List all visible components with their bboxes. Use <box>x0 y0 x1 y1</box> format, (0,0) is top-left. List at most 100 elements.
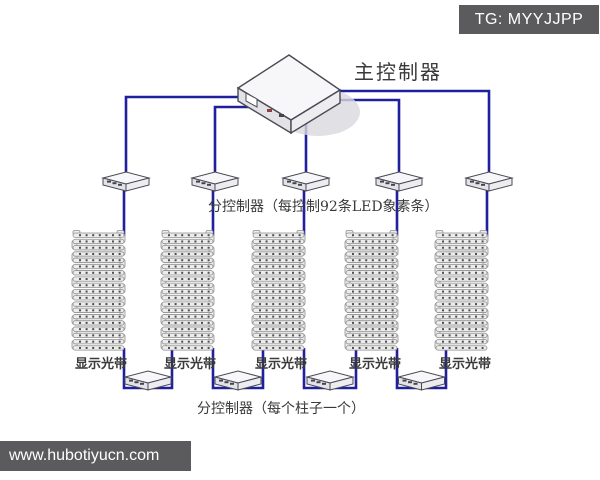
led-dot <box>79 296 81 299</box>
led-dot <box>358 346 361 349</box>
led-dot <box>278 252 281 255</box>
top-sub-controller-4 <box>374 171 424 192</box>
top-sub-controller-1 <box>101 171 151 192</box>
led-dot <box>378 346 381 349</box>
led-dot <box>292 309 294 312</box>
led-dot <box>475 340 477 343</box>
led-dot <box>292 265 294 268</box>
led-dot <box>79 346 81 349</box>
led-dot <box>85 234 88 237</box>
led-dot <box>92 278 95 281</box>
led-dot <box>118 271 121 274</box>
led-dot <box>194 252 197 255</box>
grille-icon <box>380 180 384 183</box>
port-icon <box>245 92 258 108</box>
main-controller-label: 主控制器 <box>354 60 442 84</box>
led-dot <box>468 321 471 324</box>
led-dot <box>118 278 121 281</box>
led-dot <box>272 265 275 268</box>
led-dot <box>475 234 477 237</box>
led-dot <box>259 246 261 249</box>
led-indicator-icon <box>279 114 284 117</box>
led-dot <box>98 284 101 287</box>
led-dot <box>105 284 108 287</box>
led-dot <box>98 340 101 343</box>
led-dot <box>272 271 275 274</box>
led-dot <box>98 309 101 312</box>
led-indicator-icon <box>267 109 272 112</box>
led-dot <box>448 328 451 331</box>
led-dot <box>168 340 170 343</box>
led-dot <box>174 303 177 306</box>
led-dot <box>461 278 464 281</box>
led-dot <box>118 328 121 331</box>
wire-main-to-sub-1 <box>124 95 247 176</box>
led-dot <box>385 246 387 249</box>
led-dot <box>455 328 458 331</box>
led-dot <box>194 265 197 268</box>
led-dot <box>371 271 374 274</box>
led-dot <box>352 346 354 349</box>
led-dot <box>371 259 374 262</box>
led-dot <box>92 321 95 324</box>
led-dot <box>201 340 203 343</box>
led-dot <box>371 315 374 318</box>
led-dot <box>442 259 444 262</box>
led-dot <box>461 296 464 299</box>
led-dot <box>168 315 170 318</box>
led-dot <box>181 296 184 299</box>
led-dot <box>259 296 261 299</box>
led-dot <box>105 309 108 312</box>
led-dot <box>371 252 374 255</box>
led-dot <box>385 290 387 293</box>
led-dot <box>98 321 101 324</box>
led-dot <box>112 328 114 331</box>
led-dot <box>118 303 121 306</box>
led-dot <box>265 334 268 337</box>
led-dot <box>292 321 294 324</box>
led-dot <box>358 321 361 324</box>
led-dot <box>85 240 88 243</box>
led-dot <box>385 252 387 255</box>
led-dot <box>105 290 108 293</box>
grille-icon <box>391 183 395 186</box>
led-dot <box>481 246 484 249</box>
led-dot <box>259 303 261 306</box>
led-dot <box>391 346 394 349</box>
led-dot <box>468 271 471 274</box>
led-dot <box>292 290 294 293</box>
led-dot <box>259 271 261 274</box>
led-dot <box>278 290 281 293</box>
led-dot <box>481 265 484 268</box>
led-dot <box>365 234 368 237</box>
grille-icon <box>311 379 315 382</box>
led-dot <box>298 334 301 337</box>
led-dot <box>481 309 484 312</box>
led-dot <box>391 290 394 293</box>
led-dot <box>285 346 288 349</box>
led-dot <box>442 246 444 249</box>
led-dot <box>475 271 477 274</box>
led-dot <box>365 240 368 243</box>
led-dot <box>448 296 451 299</box>
led-dot <box>352 309 354 312</box>
led-dot <box>298 265 301 268</box>
led-dot <box>194 240 197 243</box>
led-dot <box>455 290 458 293</box>
led-dot <box>442 346 444 349</box>
bottom-sub-controller-1 <box>123 370 173 391</box>
led-dot <box>181 340 184 343</box>
led-dot <box>194 259 197 262</box>
led-dot <box>358 328 361 331</box>
led-dot <box>174 246 177 249</box>
led-dot <box>285 240 288 243</box>
watermark-top-right: TG: MYYJJPP <box>459 5 599 34</box>
grille-icon <box>475 182 480 185</box>
led-dot <box>168 246 170 249</box>
led-dot <box>168 303 170 306</box>
led-dot <box>92 334 95 337</box>
grille-icon <box>408 381 412 384</box>
led-dot <box>181 271 184 274</box>
led-dot <box>207 246 210 249</box>
